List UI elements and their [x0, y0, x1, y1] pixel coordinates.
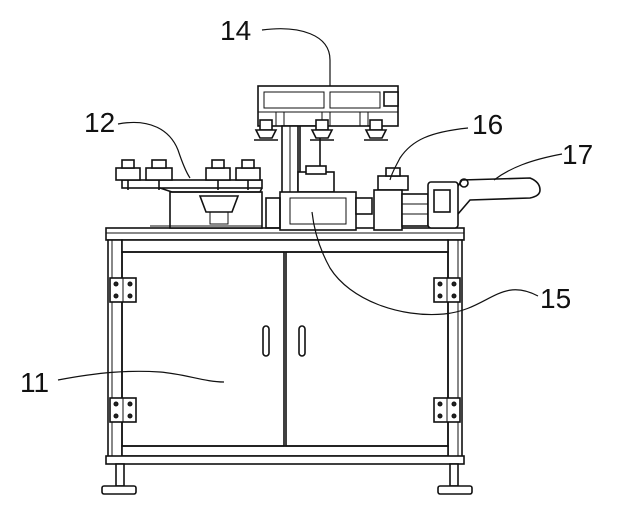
leader-lines: [57, 28, 563, 383]
gantry-suction-head-2: [310, 119, 334, 141]
callout-11: 11: [20, 367, 49, 398]
callout-15: 15: [540, 283, 571, 314]
cabinet: [101, 227, 473, 495]
side-station: [373, 167, 429, 231]
gantry-unit: [254, 85, 399, 197]
callout-16: 16: [472, 109, 503, 140]
feeder-nozzle-1: [115, 159, 141, 190]
feeder-nozzle-2: [145, 159, 173, 190]
hinge-right-top: [433, 277, 461, 303]
gantry-suction-head-3: [364, 119, 388, 141]
hinge-right-bottom: [433, 397, 461, 423]
rotary-feeder: [115, 159, 263, 229]
hinge-left-bottom: [109, 397, 137, 423]
callout-14: 14: [220, 15, 251, 46]
gantry-suction-head-1: [254, 119, 278, 141]
foot-left: [101, 463, 137, 495]
pressing-station: [265, 165, 373, 231]
output-arm: [427, 177, 541, 229]
foot-right: [437, 463, 473, 495]
feeder-nozzle-4: [235, 159, 261, 190]
feeder-nozzle-3: [205, 159, 231, 190]
callout-12: 12: [84, 107, 115, 138]
callout-17: 17: [562, 139, 593, 170]
hinge-left-top: [109, 277, 137, 303]
